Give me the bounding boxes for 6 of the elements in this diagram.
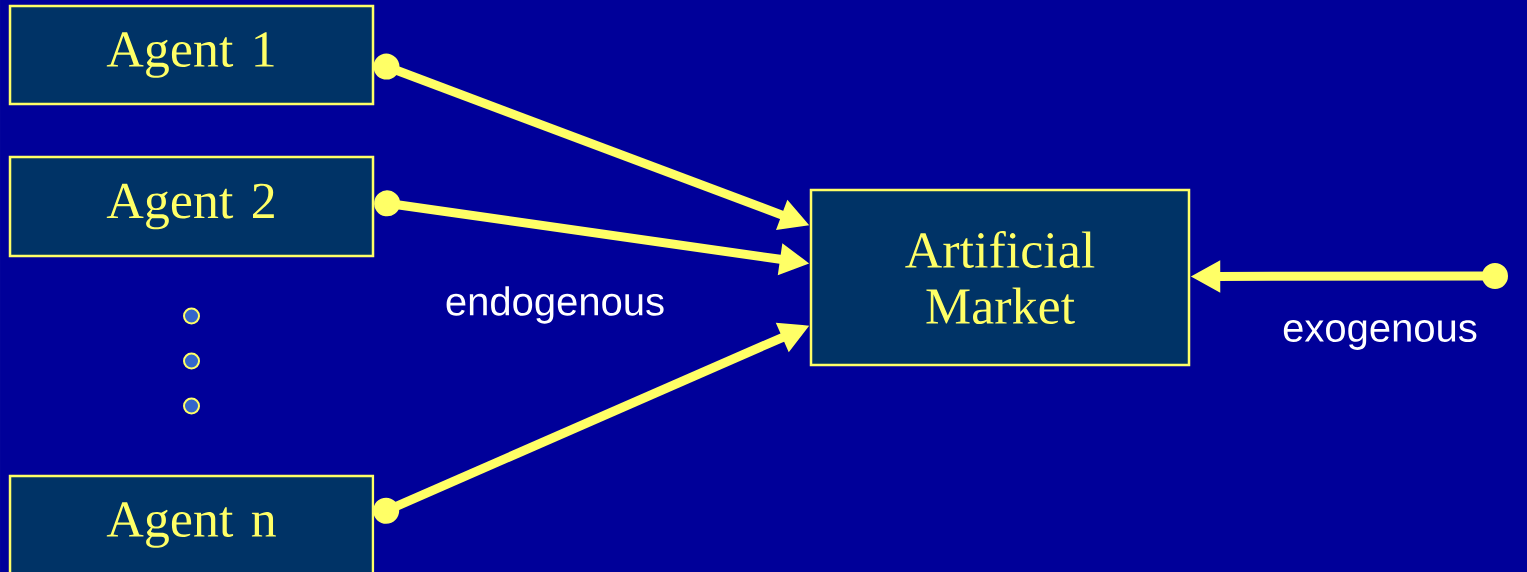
process-box: Agent n <box>8 474 375 572</box>
process-box: Agent 2 <box>8 155 375 258</box>
process-box: Agent 1 <box>8 4 375 106</box>
process-box: Artificial Market <box>809 188 1191 367</box>
edge-label: exogenous <box>1283 320 1477 350</box>
text-label: endogenous <box>446 286 664 324</box>
